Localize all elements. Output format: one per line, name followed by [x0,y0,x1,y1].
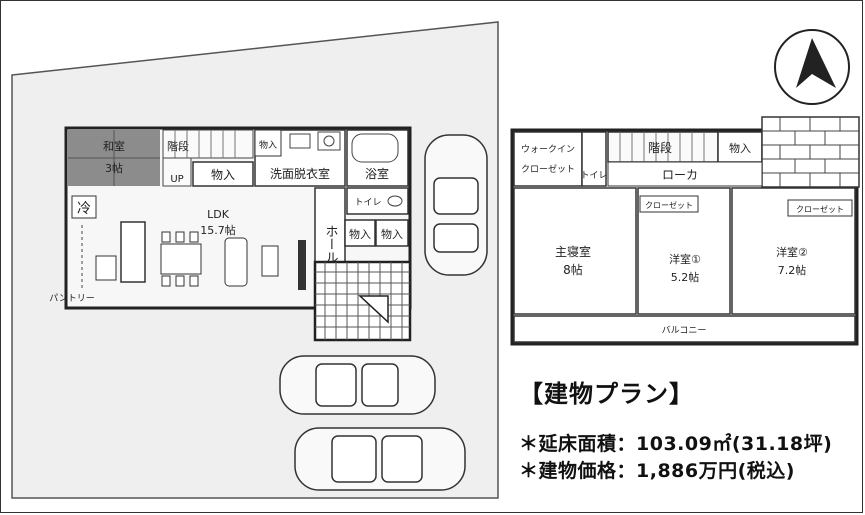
stairs-2f [607,131,719,163]
car-bottom [294,427,466,491]
north-compass-icon [774,29,850,105]
master-bedroom [513,187,637,315]
storage-1f-d [375,219,409,247]
storage-1f-d-label: 物入 [381,227,403,241]
room1-label: 洋室① [669,252,701,266]
bath-label: 浴室 [365,166,389,181]
washer [317,131,341,151]
entrance-tiles [313,260,412,342]
pantry-label: パントリー [49,293,94,304]
walk-in-closet-label-1: ウォークイン [521,144,575,155]
bathtub [351,133,399,163]
toilet-2f [581,131,607,187]
entrance-door [358,295,389,324]
low-table [261,245,279,277]
corridor-label: ローカ [662,168,698,182]
up-label: UP [170,174,183,185]
kitchen-counter [120,221,146,283]
fridge-label: 冷 [77,201,91,217]
closet-room-2-label: クローゼット [796,204,844,214]
stairs-2f-label: 階段 [648,140,672,155]
ldk-size-label: 15.7帖 [200,224,236,237]
room2-label: 洋室② [776,245,808,259]
tv-board [298,240,306,290]
corridor [607,161,763,187]
balcony-label: バルコニー [662,325,707,336]
closet-room-1-label: クローゼット [645,200,693,210]
car-top [424,134,488,276]
storage-2f-label: 物入 [729,141,751,155]
washitsu-label: 和室 [103,139,125,153]
storage-1f-c [344,219,376,247]
storage-1f-a-label: 物入 [211,168,235,182]
walk-in-closet [513,131,583,187]
toilet-2f-label: トイレ [580,171,607,181]
storage-1f-a [192,161,254,187]
master-size-label: 8帖 [563,262,583,277]
sofa [224,237,248,287]
stairs-1f-label: 階段 [167,139,189,153]
room1-size-label: 5.2帖 [671,271,700,284]
room2-size-label: 7.2帖 [778,264,807,277]
ldk-label: LDK [207,208,230,221]
closet-room-2 [787,199,853,217]
walk-in-closet-label-2: クローゼット [521,163,575,175]
master-label: 主寝室 [555,244,591,259]
washbasin [289,133,311,149]
car-middle [279,355,436,415]
balcony [513,315,856,343]
storage-1f-b-label: 物入 [259,139,277,151]
floor-area-text: ＊延床面積：103.09㎡(31.18坪) [519,433,833,455]
stairs-1f [162,129,254,159]
washitsu-size-label: 3帖 [105,162,123,175]
dining-table [160,243,202,275]
washroom-label: 洗面脱衣室 [270,166,330,181]
storage-1f-c-label: 物入 [349,227,371,241]
storage-1f-b [254,129,282,157]
building-plan-title: 【建物プラン】 [519,380,694,408]
hall-label: ホール [323,225,338,264]
closet-room-1 [639,195,699,213]
fridge [71,195,97,219]
toilet-1f-label: トイレ [354,198,381,208]
price-text: ＊建物価格：1,886万円(税込) [519,460,795,482]
pantry-shelf [95,255,117,281]
